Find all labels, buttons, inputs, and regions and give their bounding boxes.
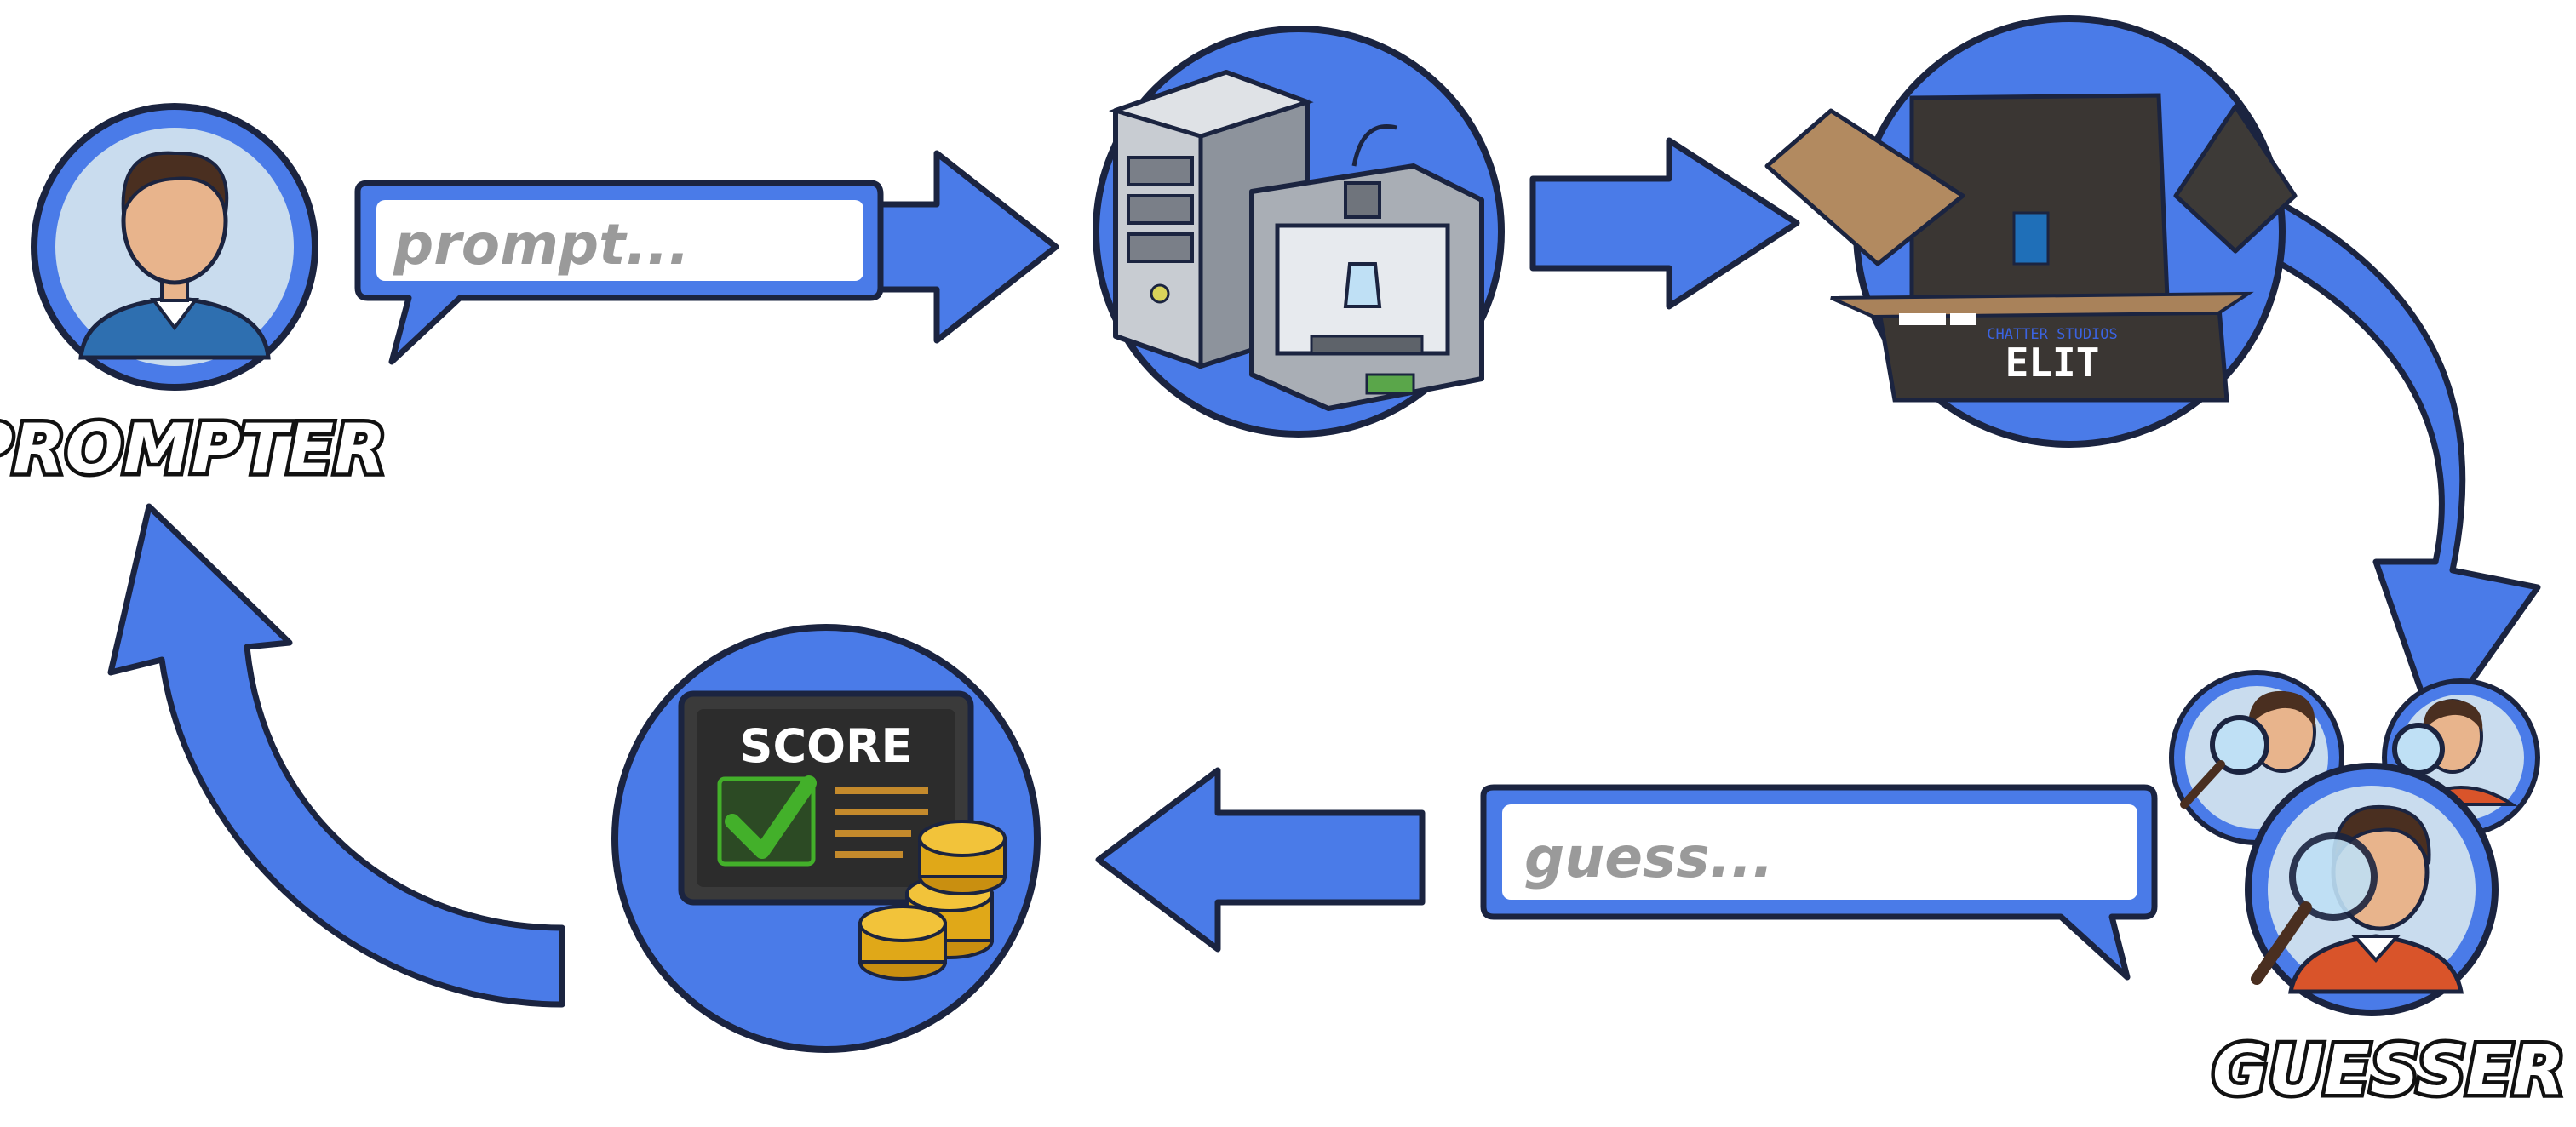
prompter-node [31,103,318,391]
scoreboard-with-coins-icon: SCORE [678,690,1007,981]
checkmark-icon [717,775,817,867]
arrow-box-to-guesser [2262,201,2541,735]
box-node: CHATTER STUDIOS ELIT [1764,15,2298,448]
box-brand-small-text: CHATTER STUDIOS [1987,326,2118,343]
prompter-label: PROMPTER [0,409,387,489]
guess-placeholder-text: guess... [1524,825,1774,890]
score-node: SCORE [611,624,1041,1053]
arrow-guess-to-score [1095,767,1426,953]
server-and-3d-printer-icon [1108,70,1484,411]
prompt-placeholder-text: prompt... [393,212,690,277]
guessers-node [2169,670,2540,1016]
guesser-avatar-front [2245,763,2499,1016]
arrow-score-to-prompter [107,503,565,1008]
prompt-speech-bubble: prompt... [354,180,884,365]
open-cardboard-box-icon: CHATTER STUDIOS ELIT [1764,93,2298,403]
person-avatar-icon [78,151,271,360]
score-title: SCORE [740,719,913,773]
guess-speech-bubble: guess... [1480,784,2158,981]
score-lines-icon [835,787,928,858]
arrow-generator-to-box [1529,137,1800,310]
guesser-label: GUESSER [2212,1031,2565,1110]
box-brand-big-text: ELIT [2005,340,2100,386]
magnifying-glass-person-icon [2251,832,2378,985]
arrow-prompt-to-generator [857,150,1059,344]
generator-node [1093,26,1505,438]
coin-stack-icon [858,820,1007,981]
